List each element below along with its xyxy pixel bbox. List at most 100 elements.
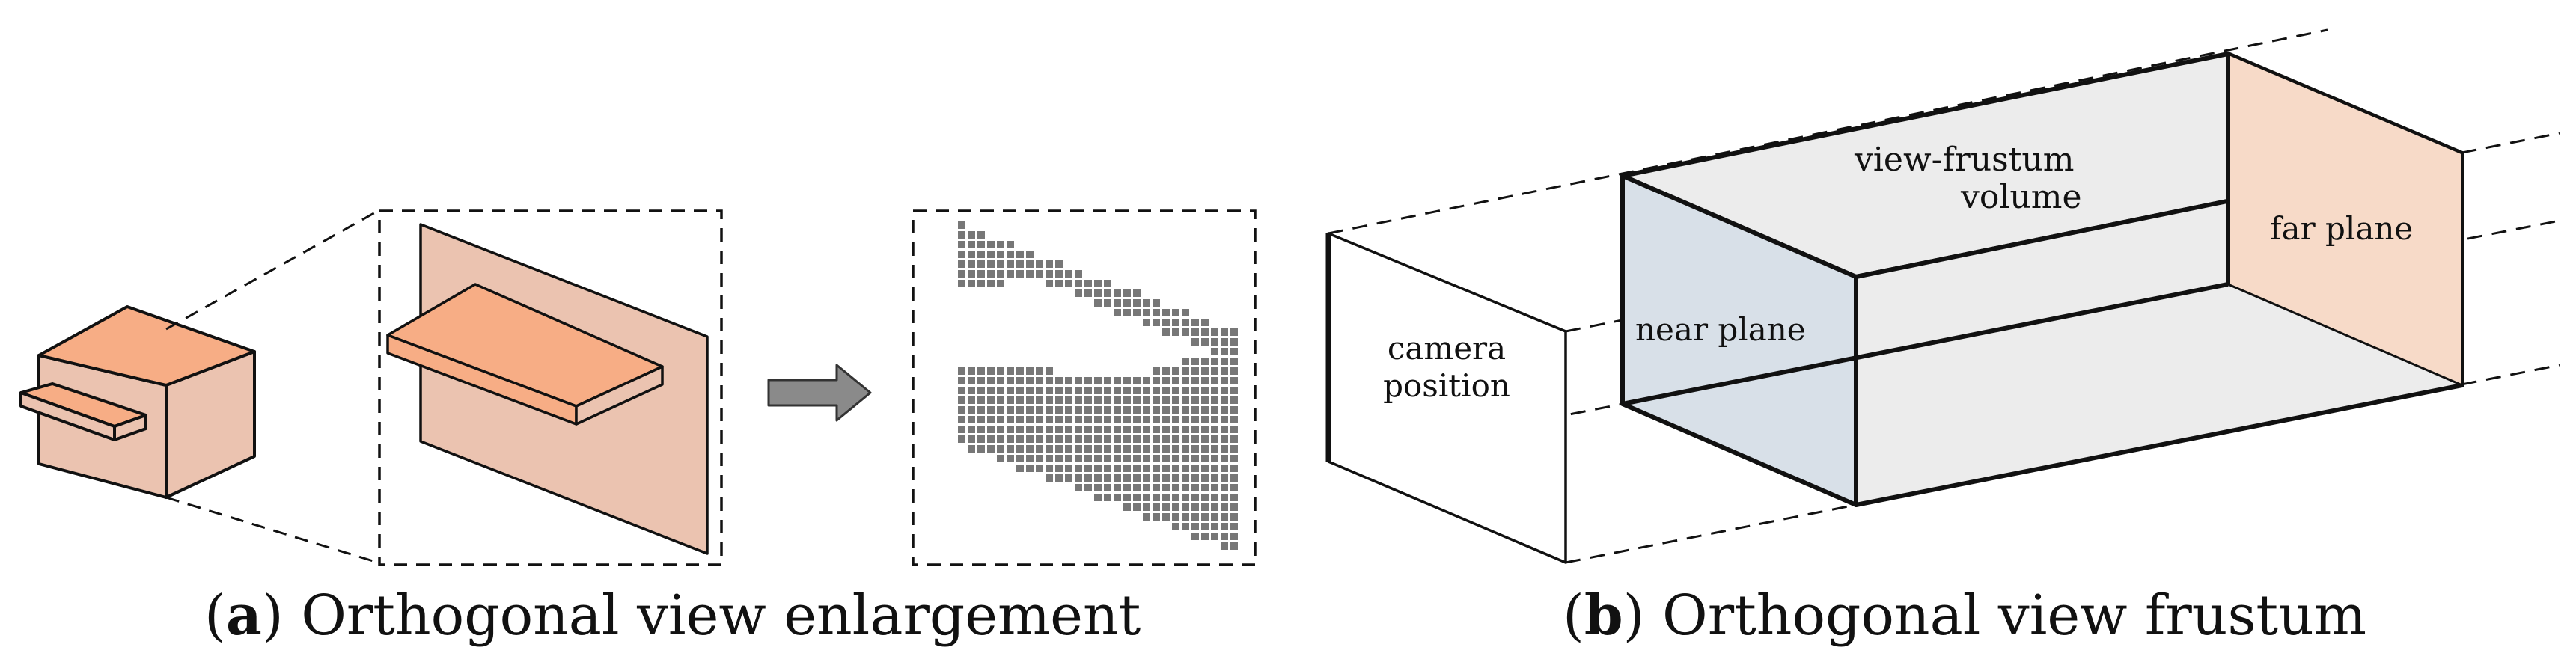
pixel-cell: [1075, 396, 1082, 404]
pixel-cell: [1114, 494, 1121, 501]
pixel-cell: [1143, 455, 1150, 462]
pixel-cell: [1075, 484, 1082, 491]
pixel-cell: [1162, 377, 1170, 384]
pixel-cell: [1084, 474, 1092, 482]
pixel-cell: [1036, 435, 1043, 443]
pixel-cell: [1046, 435, 1053, 443]
pixel-cell: [1191, 435, 1199, 443]
volume-label-line1: view-frustum: [1854, 141, 2074, 179]
pixel-cell: [1191, 426, 1199, 433]
pixel-cell: [1162, 513, 1170, 521]
pixel-cell: [1201, 406, 1209, 414]
pixel-cell: [1221, 465, 1228, 472]
pixel-cell: [1182, 406, 1189, 414]
pixel-cell: [1172, 494, 1179, 501]
pixel-cell: [1153, 513, 1160, 521]
pixel-cell: [1172, 523, 1179, 530]
pixel-cell: [968, 280, 975, 287]
pixel-cell: [958, 406, 965, 414]
pixel-cell: [1065, 426, 1072, 433]
pixel-cell: [1182, 523, 1189, 530]
pixel-cell: [1036, 396, 1043, 404]
pixel-cell: [1153, 367, 1160, 375]
pixel-cell: [1084, 435, 1092, 443]
far-plane-label: far plane: [2270, 210, 2413, 247]
pixel-cell: [977, 406, 985, 414]
pixel-cell: [1016, 367, 1024, 375]
pixel-cell: [1133, 299, 1141, 307]
pixel-cell: [1143, 465, 1150, 472]
pixel-cell: [1211, 328, 1218, 336]
pixel-cell: [1114, 455, 1121, 462]
pixel-cell: [1016, 387, 1024, 394]
pixel-cell: [1055, 260, 1063, 268]
pixel-cell: [1094, 289, 1102, 297]
pixel-cell: [1172, 319, 1179, 326]
pixel-cell: [1104, 280, 1111, 287]
pixel-cell: [1182, 416, 1189, 423]
pixel-cell: [1230, 474, 1238, 482]
pixel-cell: [1211, 406, 1218, 414]
pixel-cell: [1221, 416, 1228, 423]
volume-label-line2: volume: [1960, 178, 2082, 216]
pixel-cell: [1036, 465, 1043, 472]
pixel-cell: [1016, 260, 1024, 268]
pixel-cell: [1007, 406, 1014, 414]
shelf-side: [113, 414, 147, 441]
caption-a-text: Orthogonal view enlargement: [284, 583, 1141, 648]
pixel-cell: [997, 280, 1004, 287]
pixel-cell: [1143, 513, 1150, 521]
pixel-cell: [1046, 367, 1053, 375]
pixel-cell: [1133, 455, 1141, 462]
pixel-cell: [1016, 396, 1024, 404]
pixel-cell: [1123, 299, 1131, 307]
pixel-cell: [977, 367, 985, 375]
pixel-cell: [1172, 328, 1179, 336]
pixel-cell: [1084, 445, 1092, 453]
pixel-cell: [977, 426, 985, 433]
pixel-cell: [1133, 503, 1141, 511]
pixel-cell: [1230, 435, 1238, 443]
pixel-cell: [1211, 416, 1218, 423]
pixel-cell: [1016, 270, 1024, 278]
pixel-cell: [1075, 455, 1082, 462]
pixel-cell: [1007, 251, 1014, 258]
pixel-cell: [1191, 377, 1199, 384]
pixel-cell: [1143, 406, 1150, 414]
pixel-cell: [1133, 377, 1141, 384]
pixel-cell: [1191, 455, 1199, 462]
transform-arrow-icon: [767, 364, 872, 422]
pixel-cell: [987, 387, 995, 394]
pixel-cell: [1094, 494, 1102, 501]
pixel-cell: [1230, 328, 1238, 336]
pixel-cell: [1211, 377, 1218, 384]
pixel-cell: [1084, 484, 1092, 491]
pixel-cell: [1153, 426, 1160, 433]
pixel-cell: [1046, 455, 1053, 462]
pixel-cell: [968, 406, 975, 414]
pixel-cell: [1007, 241, 1014, 248]
pixel-cell: [1016, 251, 1024, 258]
pixel-cell: [1046, 280, 1053, 287]
pixel-cell: [1036, 367, 1043, 375]
pixel-cell: [1055, 445, 1063, 453]
pixel-cell: [1123, 406, 1131, 414]
pixel-cell: [1075, 406, 1082, 414]
caption-b-letter: b: [1584, 583, 1623, 648]
pixel-cell: [977, 435, 985, 443]
pixel-cell: [1104, 465, 1111, 472]
pixel-cell: [1172, 406, 1179, 414]
pixel-cell: [997, 367, 1004, 375]
pixel-cell: [1230, 426, 1238, 433]
pixel-cell: [1172, 426, 1179, 433]
pixel-cell: [1211, 484, 1218, 491]
pixel-cell: [968, 445, 975, 453]
pixel-cell: [997, 455, 1004, 462]
pixel-cell: [1123, 435, 1131, 443]
pixel-cell: [1055, 280, 1063, 287]
pixel-cell: [1153, 416, 1160, 423]
pixel-cell: [1143, 309, 1150, 316]
pixel-cell: [1114, 377, 1121, 384]
pixel-cell: [1230, 445, 1238, 453]
pixel-cell: [1221, 474, 1228, 482]
